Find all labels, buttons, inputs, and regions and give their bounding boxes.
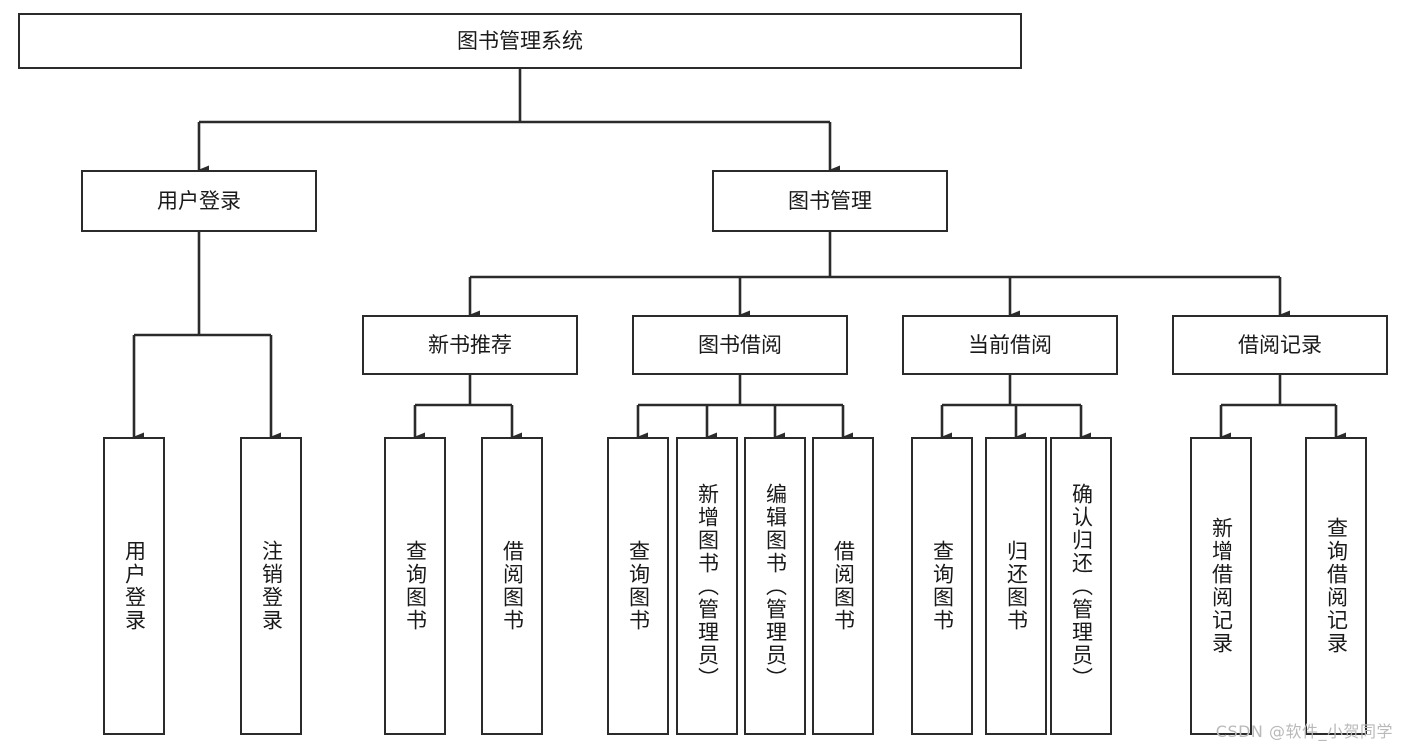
node-label: 归还图书 [1004, 540, 1029, 632]
node-label: 查询图书 [403, 540, 428, 632]
node-label: 用户登录 [122, 540, 147, 632]
node-leaf-confirm-return-admin[interactable]: 确认归还（管理员） [1050, 437, 1112, 735]
node-leaf-edit-book-admin[interactable]: 编辑图书（管理员） [744, 437, 806, 735]
node-label: 图书借阅 [698, 332, 782, 357]
node-label: 新增图书（管理员） [695, 482, 720, 690]
node-leaf-borrow-book-2[interactable]: 借阅图书 [812, 437, 874, 735]
node-label: 图书管理系统 [457, 28, 583, 53]
node-label: 借阅图书 [831, 540, 856, 632]
node-book-borrow[interactable]: 图书借阅 [632, 315, 848, 375]
node-label: 查询图书 [626, 540, 651, 632]
node-label: 编辑图书（管理员） [763, 482, 788, 690]
node-leaf-add-borrow-record[interactable]: 新增借阅记录 [1190, 437, 1252, 735]
node-label: 查询图书 [930, 540, 955, 632]
node-label: 新书推荐 [428, 332, 512, 357]
node-leaf-logout-login[interactable]: 注销登录 [240, 437, 302, 735]
node-leaf-query-book-2[interactable]: 查询图书 [607, 437, 669, 735]
node-label: 注销登录 [259, 540, 284, 632]
node-leaf-borrow-book-1[interactable]: 借阅图书 [481, 437, 543, 735]
node-leaf-query-book-1[interactable]: 查询图书 [384, 437, 446, 735]
node-current-borrow[interactable]: 当前借阅 [902, 315, 1118, 375]
node-leaf-return-book[interactable]: 归还图书 [985, 437, 1047, 735]
node-label: 借阅图书 [500, 540, 525, 632]
node-new-book-recommend[interactable]: 新书推荐 [362, 315, 578, 375]
node-label: 当前借阅 [968, 332, 1052, 357]
node-book-management[interactable]: 图书管理 [712, 170, 948, 232]
node-leaf-user-login[interactable]: 用户登录 [103, 437, 165, 735]
node-borrow-record[interactable]: 借阅记录 [1172, 315, 1388, 375]
node-leaf-query-book-3[interactable]: 查询图书 [911, 437, 973, 735]
node-label: 借阅记录 [1238, 332, 1322, 357]
node-label: 新增借阅记录 [1209, 517, 1234, 655]
node-root-book-management-system[interactable]: 图书管理系统 [18, 13, 1022, 69]
node-label: 用户登录 [157, 188, 241, 213]
node-leaf-add-book-admin[interactable]: 新增图书（管理员） [676, 437, 738, 735]
node-user-login[interactable]: 用户登录 [81, 170, 317, 232]
node-leaf-query-borrow-record[interactable]: 查询借阅记录 [1305, 437, 1367, 735]
node-label: 查询借阅记录 [1324, 517, 1349, 655]
node-label: 图书管理 [788, 188, 872, 213]
node-label: 确认归还（管理员） [1069, 482, 1094, 690]
